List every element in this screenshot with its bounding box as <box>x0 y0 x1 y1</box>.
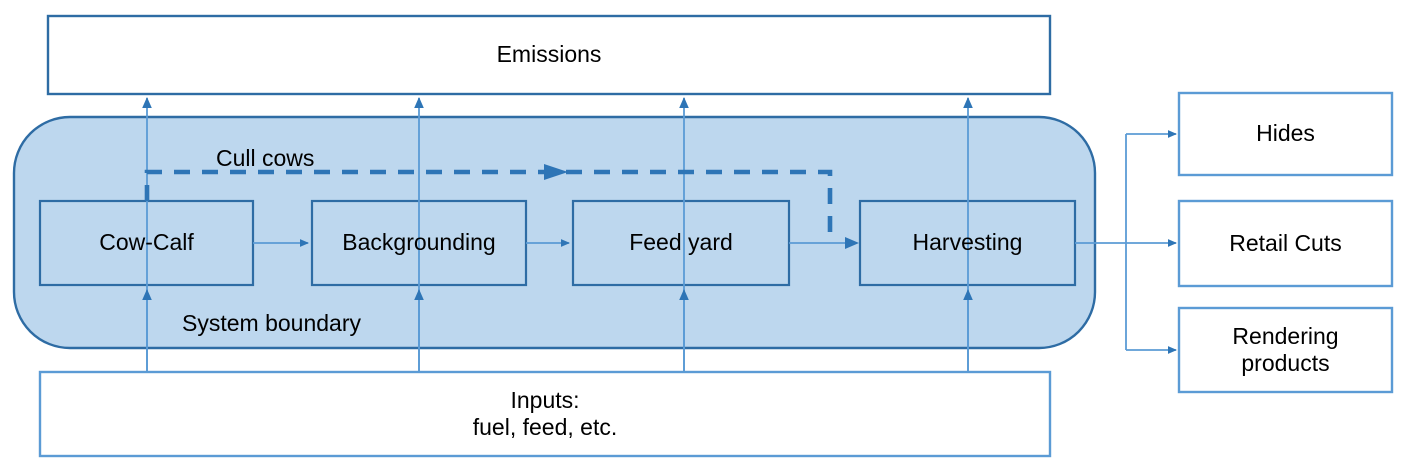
inputs-box-shape <box>38 370 1052 458</box>
output-box-rendering-products-shape <box>1177 306 1394 394</box>
output-box-retail-cuts-shape <box>1177 199 1394 288</box>
system-boundary-shape <box>12 115 1097 350</box>
cull-cows-dashed-path <box>144 169 833 243</box>
output-box-hides-shape <box>1177 91 1394 177</box>
process-box-feed-yard-shape <box>571 199 791 287</box>
system-boundary-label: System boundary <box>182 310 361 336</box>
cull-cows-arrowhead-icon <box>544 164 568 180</box>
cull-cows-label: Cull cows <box>216 145 315 171</box>
emissions-box-shape <box>46 14 1052 96</box>
